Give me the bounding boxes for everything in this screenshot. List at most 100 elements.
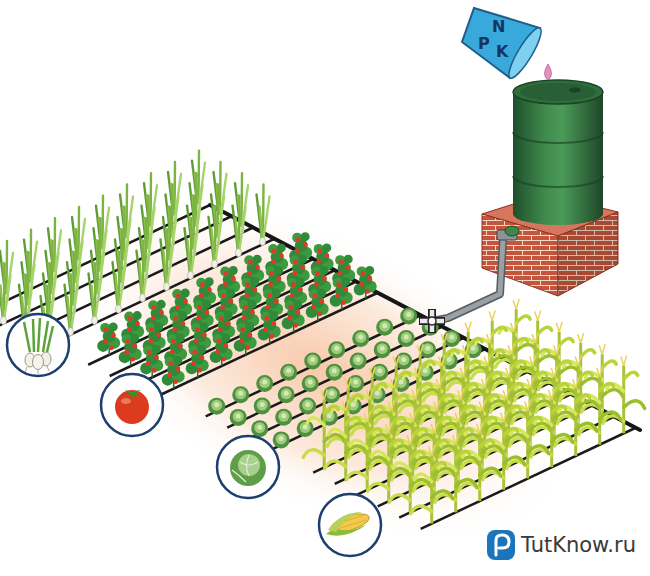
illustration-part <box>71 287 78 335</box>
tomato-plant <box>282 300 305 333</box>
illustration-part <box>191 323 201 333</box>
illustration-part <box>449 334 454 339</box>
illustration-part <box>286 368 291 373</box>
nutrient-letter: N <box>492 17 505 36</box>
illustration-part <box>199 355 204 360</box>
illustration-part <box>254 422 265 433</box>
illustration-part <box>420 361 434 368</box>
illustration-part <box>276 433 287 444</box>
drip-line <box>227 327 442 428</box>
corn-plant <box>399 344 441 422</box>
corn-plant <box>512 355 554 433</box>
cabbage-plant <box>374 341 391 358</box>
illustration-part <box>552 406 566 413</box>
illustration-part <box>287 278 297 288</box>
illustration-part <box>391 378 397 388</box>
onion-plant <box>257 184 270 245</box>
illustration-part <box>400 307 417 324</box>
illustration-part <box>350 440 367 448</box>
illustration-part <box>218 289 228 299</box>
illustration-part <box>164 283 170 291</box>
tomato-plant <box>306 288 329 321</box>
cabbage-icon <box>217 436 279 498</box>
drip-line <box>153 293 378 399</box>
illustration-part <box>200 322 209 331</box>
illustration-part <box>506 367 512 377</box>
illustration-part <box>200 282 205 287</box>
illustration-part <box>202 300 211 309</box>
illustration-part <box>274 266 283 275</box>
corn-plant <box>447 322 489 400</box>
illustration-part <box>176 294 181 299</box>
illustration-part <box>300 422 311 433</box>
illustration-part <box>245 282 250 287</box>
illustration-part <box>299 398 316 415</box>
illustration-part <box>417 344 423 354</box>
illustration-part <box>185 228 191 278</box>
illustration-part <box>298 287 303 292</box>
illustration-part <box>243 305 248 310</box>
illustration-part <box>104 327 109 332</box>
drip-lines <box>0 205 636 529</box>
illustration-part <box>191 230 198 278</box>
illustration-part <box>4 275 11 323</box>
illustration-part <box>578 333 584 343</box>
illustration-part <box>391 417 405 424</box>
illustration-part <box>477 423 483 433</box>
illustration-part <box>296 277 305 286</box>
cabbage-plant <box>304 353 321 370</box>
illustration-part <box>506 406 520 413</box>
tomato-plant <box>217 266 240 299</box>
illustration-part <box>223 344 228 349</box>
illustration-part <box>530 395 544 402</box>
barrel <box>513 80 603 225</box>
illustration-part <box>329 391 334 396</box>
illustration-part <box>173 379 178 384</box>
corn-plant <box>579 367 621 445</box>
onion-plant <box>185 218 198 279</box>
illustration-part <box>532 333 538 343</box>
illustration-part <box>269 334 274 339</box>
illustration-part <box>215 312 225 322</box>
corn-plant <box>351 367 393 445</box>
illustration-part <box>602 361 616 368</box>
illustration-part <box>165 357 175 367</box>
illustration-part <box>324 435 345 443</box>
illustration-part <box>326 364 343 381</box>
illustration-part <box>288 305 293 310</box>
illustration-part <box>143 253 150 301</box>
illustration-part <box>372 384 386 391</box>
illustration-part <box>204 310 209 315</box>
illustration-part <box>180 321 185 326</box>
cabbage-plant <box>256 375 273 392</box>
illustration-part <box>231 276 236 281</box>
illustration-part <box>439 395 453 402</box>
illustration-part <box>319 494 381 556</box>
illustration-part <box>109 345 114 350</box>
illustration-part <box>257 425 262 430</box>
illustration-part <box>195 327 200 332</box>
illustration-part <box>264 316 269 321</box>
drip-line <box>131 282 356 388</box>
illustration-part <box>554 412 575 420</box>
illustration-part <box>621 355 627 365</box>
illustration-part <box>329 366 340 377</box>
illustration-part <box>196 278 206 288</box>
illustration-part <box>115 390 149 424</box>
illustration-part <box>428 317 436 325</box>
cabbage-plant <box>350 352 367 369</box>
tomato-plant <box>263 266 286 299</box>
illustration-part <box>256 375 273 392</box>
illustration-part <box>600 412 621 420</box>
tomato-plant <box>186 345 209 378</box>
illustration-part <box>175 305 180 310</box>
illustration-part <box>322 276 327 281</box>
tomato-plant <box>287 255 310 288</box>
illustration-part <box>530 355 536 365</box>
illustration-part <box>575 355 581 365</box>
illustration-part <box>296 237 301 242</box>
illustration-part <box>509 384 523 391</box>
illustration-part <box>271 260 276 265</box>
illustration-part <box>367 429 381 436</box>
illustration-part <box>569 88 581 93</box>
